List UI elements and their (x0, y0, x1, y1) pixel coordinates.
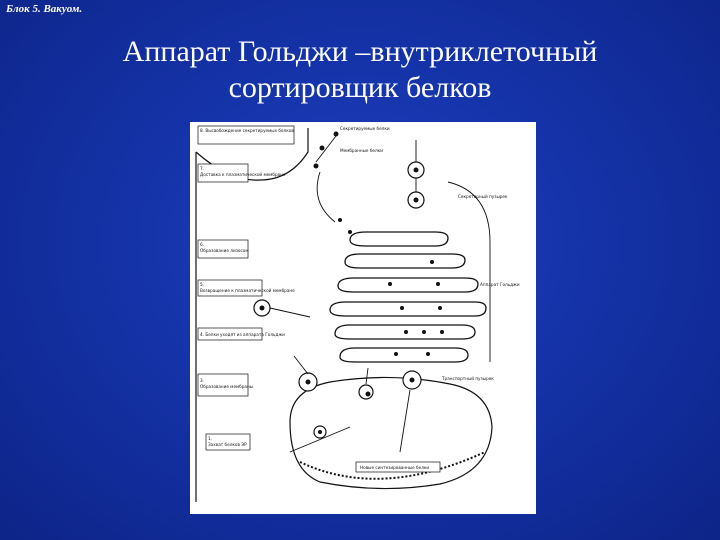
callout-membrane-proteins: Мембранные белки (340, 148, 383, 153)
step-box-6 (197, 239, 249, 259)
golgi-stack (329, 231, 487, 363)
step-box-8 (197, 125, 295, 145)
step-box-3 (197, 373, 249, 397)
title-line-1: Аппарат Гольджи –внутриклеточный (122, 35, 598, 68)
callout-secreted: Секретируемые белки (340, 126, 390, 131)
er-compartment (289, 376, 493, 490)
svg-text:4. Белки уходят из аппарата Го: 4. Белки уходят из аппарата Гольджи (200, 332, 285, 337)
svg-text:6.: 6. (200, 242, 204, 247)
svg-text:7.: 7. (200, 166, 204, 171)
transport-vesicle (358, 384, 374, 400)
slide-header: Блок 5. Вакуом. (6, 3, 83, 15)
callout-box-new-proteins (355, 461, 441, 473)
svg-text:Захват белков ЭР: Захват белков ЭР (208, 442, 247, 447)
step-box-4 (197, 327, 263, 341)
er-ribosomes (299, 451, 486, 480)
callout-new-proteins: Новые синтезированные белки (360, 465, 429, 470)
golgi-diagram-figure: 8. Высвобождение секретируемых белков 7.… (190, 122, 536, 514)
golgi-diagram-svg: 8. Высвобождение секретируемых белков 7.… (195, 125, 520, 502)
callout-golgi: Аппарат Гольджи (480, 282, 520, 287)
title-line-2: сортировщик белков (228, 71, 492, 104)
callout-secretory-vesicle: Секреторный пузырек (458, 194, 508, 199)
step-box-5 (197, 279, 263, 297)
svg-text:3.: 3. (200, 378, 204, 383)
slide-title: Аппарат Гольджи –внутриклеточный сортиро… (0, 34, 720, 106)
svg-text:1.: 1. (208, 436, 212, 441)
svg-text:5.: 5. (200, 282, 204, 287)
step-box-7 (197, 163, 249, 183)
svg-text:Доставка к плазматической мемб: Доставка к плазматической мембране (200, 172, 286, 177)
svg-text:Образование лизосом: Образование лизосом (200, 248, 249, 253)
svg-text:Возвращение к плазматической м: Возвращение к плазматической мембране (200, 288, 295, 293)
step-box-1 (205, 433, 251, 451)
svg-text:8. Высвобождение секретируемых: 8. Высвобождение секретируемых белков (200, 128, 294, 133)
callout-transport-vesicle: Транспортный пузырек (441, 376, 494, 381)
svg-text:Образование мембраны: Образование мембраны (200, 384, 253, 389)
